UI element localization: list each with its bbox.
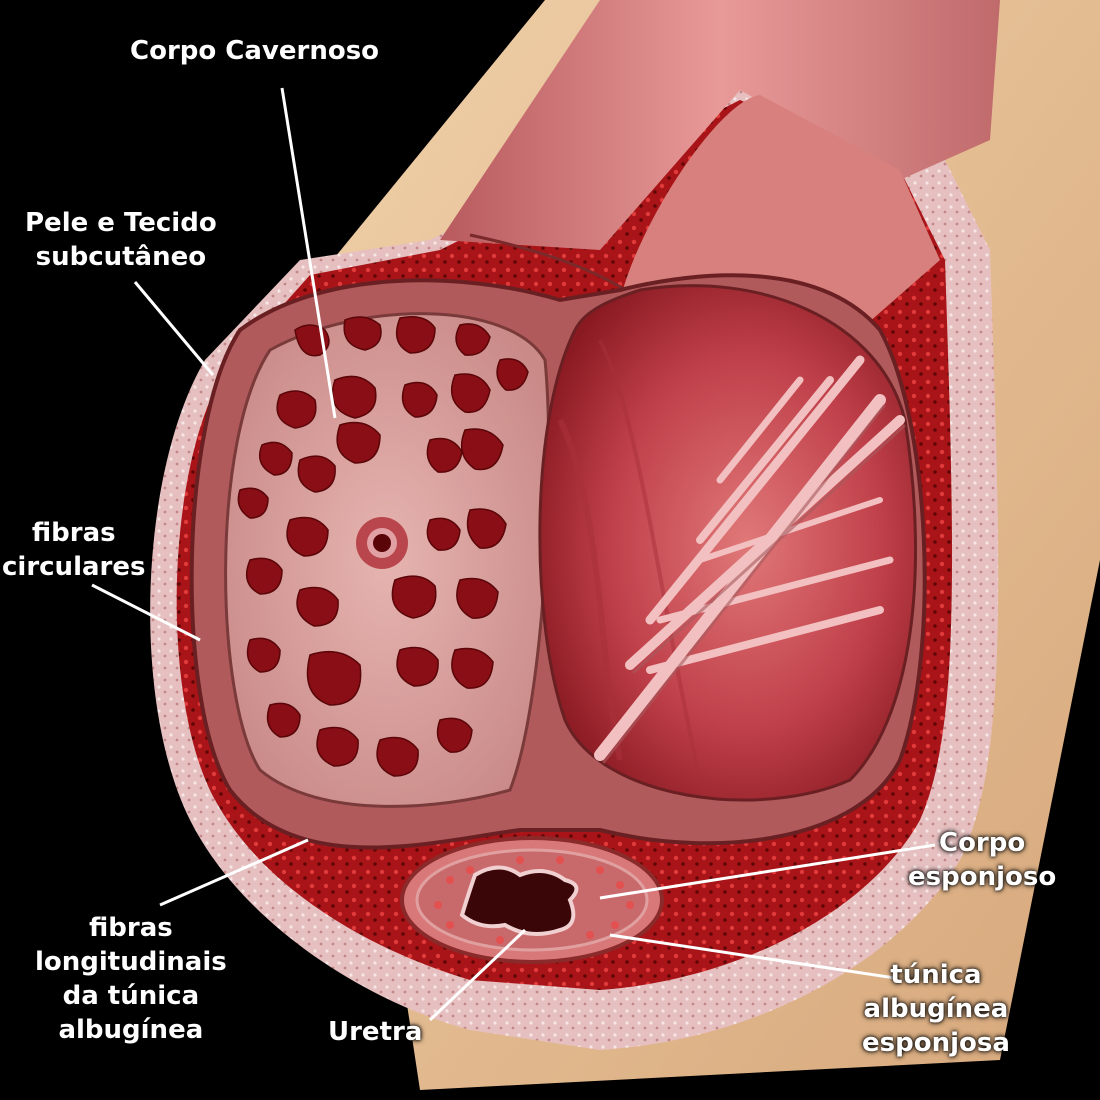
- leader-corpo-cavernoso: [280, 87, 337, 419]
- label-corpo-cavernoso: Corpo Cavernoso: [130, 36, 380, 66]
- leader-fibras-longitudinais: [159, 838, 309, 907]
- label-uretra: Uretra: [328, 1017, 423, 1047]
- label-tunica-esponjosa: túnica albugínea esponjosa: [862, 960, 1010, 1058]
- leader-uretra: [428, 928, 527, 1022]
- label-fibras-longitudinais: fibras longitudinais da túnica albugínea: [35, 913, 227, 1045]
- urethra-lumen: [459, 865, 579, 936]
- leader-pele-tecido: [133, 281, 215, 376]
- trabeculae-strands: [594, 355, 905, 761]
- deep-artery: [356, 517, 408, 569]
- trabeculae-shadow: [602, 404, 906, 764]
- label-pele-tecido: Pele e Tecido subcutâneo: [25, 208, 217, 272]
- label-fibras-circulares: fibras circulares: [2, 518, 146, 582]
- leader-fibras-circulares: [91, 583, 201, 642]
- leader-corpo-esponjoso: [599, 843, 936, 900]
- label-corpo-esponjoso: Corpo esponjoso: [908, 828, 1057, 892]
- left-corpus-cavernosum: [224, 312, 551, 808]
- leader-lines: [91, 87, 936, 1022]
- corpus-spongiosum: [400, 836, 664, 964]
- leader-tunica-esponjosa: [609, 933, 896, 980]
